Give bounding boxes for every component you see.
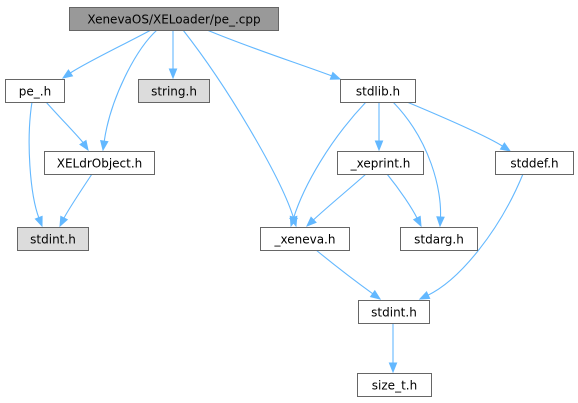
node-box [400, 227, 478, 251]
edge-pe_cpp-to-string_h [168, 30, 178, 80]
node-box [340, 79, 416, 103]
edge-line [426, 173, 524, 297]
node-xeneva-h[interactable]: _xeneva.h [260, 227, 350, 251]
node-label: XenevaOS/XELoader/pe_.cpp [87, 13, 260, 27]
edge-pe_cpp-to-xeldrobject_h [100, 29, 158, 152]
edge-line [292, 101, 367, 219]
edge-pe_h-to-stdint_ext [28, 101, 43, 228]
node-label: _xeneva.h [274, 233, 336, 247]
edge-line [182, 29, 295, 219]
node-label: stdarg.h [414, 233, 464, 247]
edge-stdlib_h-to-stddef_h [406, 101, 512, 152]
edge-line [406, 101, 504, 148]
arrowhead [436, 216, 445, 228]
node-box [260, 227, 350, 251]
node-label: size_t.h [372, 379, 417, 393]
edge-stdint_h-to-size_t_h [388, 323, 398, 374]
node-label: stdlib.h [356, 85, 400, 99]
edge-line [63, 173, 93, 220]
edge-line [103, 29, 158, 143]
node-box [69, 7, 279, 31]
node-label: stddef.h [510, 157, 558, 171]
node-pe-cpp[interactable]: XenevaOS/XELoader/pe_.cpp [69, 7, 279, 31]
arrowhead [34, 215, 43, 228]
edge-line [45, 101, 85, 144]
edge-line [386, 173, 418, 220]
arrowhead [418, 291, 431, 300]
edge-line [69, 29, 152, 74]
nodes-layer: XenevaOS/XELoader/pe_.cpp pe_.h string.h st… [5, 7, 574, 397]
node-stdint-ext: stdint.h [17, 227, 89, 251]
node-box [5, 79, 65, 103]
edge-line [312, 173, 367, 221]
edge-stdlib_h-to-xeneva_h [289, 101, 367, 228]
edge-pe_cpp-to-xeneva_h [182, 29, 298, 228]
arrowhead [499, 142, 512, 152]
node-box [495, 151, 574, 175]
node-box [44, 151, 155, 175]
node-string-h: string.h [138, 79, 210, 103]
node-label: _xeprint.h [350, 157, 411, 171]
arrowhead [168, 68, 178, 80]
arrowhead [369, 289, 382, 300]
edge-xeprint_h-to-stdarg_h [386, 173, 422, 228]
arrowhead [59, 215, 69, 228]
edge-pe_h-to-xeldrobject_h [45, 101, 89, 152]
node-label: stdint.h [30, 233, 76, 247]
node-xeprint-h[interactable]: _xeprint.h [337, 151, 424, 175]
arrowhead [412, 215, 422, 228]
edge-pe_cpp-to-stdlib_h [206, 29, 342, 80]
node-box [138, 79, 210, 103]
arrowhead [306, 216, 317, 227]
edges-layer [28, 29, 524, 374]
node-stddef-h[interactable]: stddef.h [495, 151, 574, 175]
arrowhead [374, 140, 384, 152]
arrowhead [329, 71, 342, 80]
node-box [358, 300, 430, 324]
node-label: string.h [151, 85, 197, 99]
node-label: XELdrObject.h [57, 157, 143, 171]
node-box [337, 151, 424, 175]
arrowhead [289, 215, 299, 228]
edge-xeprint_h-to-xeneva_h [306, 173, 367, 227]
node-box [357, 373, 432, 397]
node-label: stdint.h [371, 306, 417, 320]
node-box [17, 227, 89, 251]
arrowhead [388, 362, 398, 374]
node-pe-h[interactable]: pe_.h [5, 79, 65, 103]
arrowhead [79, 139, 89, 152]
node-stdlib-h[interactable]: stdlib.h [340, 79, 416, 103]
edge-line [206, 29, 333, 77]
edge-line [315, 249, 374, 295]
edge-stdlib_h-to-stdarg_h [392, 101, 445, 228]
node-stdint-h[interactable]: stdint.h [358, 300, 430, 324]
edge-pe_cpp-to-pe_h [61, 29, 152, 79]
node-stdarg-h[interactable]: stdarg.h [400, 227, 478, 251]
edge-stdlib_h-to-xeprint_h [374, 101, 384, 152]
arrowhead [61, 69, 74, 79]
node-label: pe_.h [19, 85, 51, 99]
arrowhead [100, 139, 109, 152]
edge-line [28, 101, 40, 219]
node-size-t-h[interactable]: size_t.h [357, 373, 432, 397]
edge-xeldrobject_h-to-stdint_ext [59, 173, 93, 228]
edge-xeneva_h-to-stdint_h [315, 249, 382, 300]
node-xeldrobject-h[interactable]: XELdrObject.h [44, 151, 155, 175]
edge-stddef_h-to-stdint_h [418, 173, 524, 300]
edge-line [392, 101, 442, 219]
